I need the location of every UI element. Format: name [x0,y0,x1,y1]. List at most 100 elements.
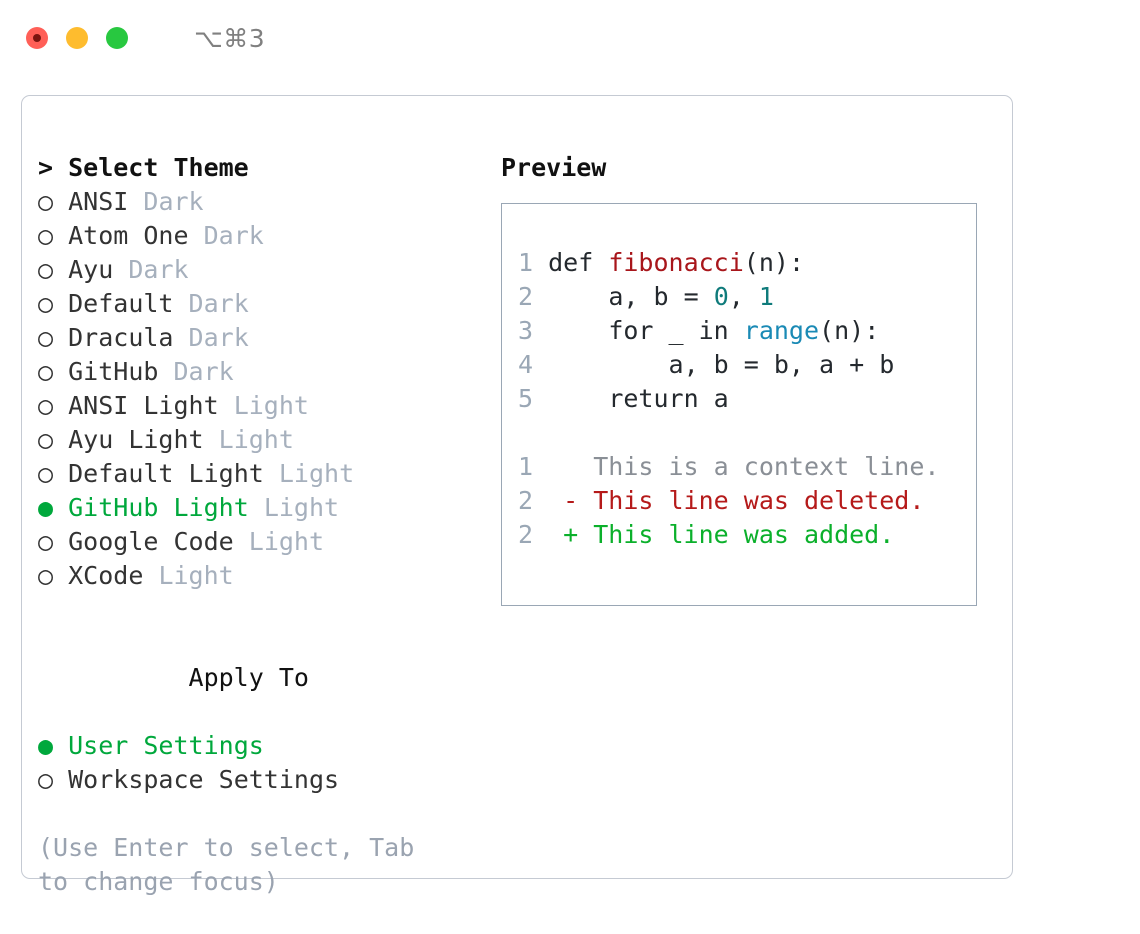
radio-unselected-icon: ○ [38,187,54,216]
radio-unselected-icon: ○ [38,561,54,590]
theme-option-label: GitHub [68,357,159,386]
radio-unselected-icon: ○ [38,357,54,386]
preview-heading: Preview [501,153,607,182]
code-token: 0 [713,282,729,311]
code-token: a, b = [548,282,714,311]
title-bar: ⌥⌘3 [0,0,1140,76]
code-line: 4 a, b = b, a + b [518,348,939,382]
line-number: 2 [518,282,534,311]
apply-to-label: Apply To [188,663,309,692]
theme-option-xcode[interactable]: ○ XCode Light [38,559,468,593]
radio-unselected-icon: ○ [38,255,54,284]
theme-option-label: Default Light [68,459,264,488]
minimize-icon[interactable] [66,27,88,49]
close-icon[interactable] [26,27,48,49]
theme-option-tag: Dark [188,323,249,352]
apply-to-option-workspace-settings[interactable]: ○ Workspace Settings [38,763,468,797]
theme-option-label: ANSI [68,187,129,216]
apply-to-heading: Apply To [38,627,468,729]
radio-unselected-icon: ○ [38,323,54,352]
diff-line-text: - This line was deleted. [533,486,925,515]
line-number: 3 [518,316,534,345]
apply-to-option-label: Workspace Settings [68,765,340,794]
radio-selected-icon: ● [38,493,54,522]
line-number: 5 [518,384,534,413]
theme-option-github[interactable]: ○ GitHub Dark [38,355,468,389]
apply-to-option-label: User Settings [68,731,264,760]
theme-option-label: XCode [68,561,144,590]
line-number: 4 [518,350,534,379]
code-token: range [743,316,820,345]
theme-option-dracula[interactable]: ○ Dracula Dark [38,321,468,355]
select-theme-heading: > Select Theme [38,153,249,182]
radio-unselected-icon: ○ [38,391,54,420]
code-token: (n): [743,248,805,277]
keyboard-hint-text: (Use Enter to select, Tab to change focu… [38,833,430,896]
diff-line-added: 2 + This line was added. [518,518,939,552]
theme-list[interactable]: ○ ANSI Dark○ Atom One Dark○ Ayu Dark○ De… [38,185,468,593]
diff-line-text: + This line was added. [533,520,895,549]
theme-option-tag: Dark [143,187,204,216]
code-token: return a [548,384,729,413]
theme-picker-column: > Select Theme ○ ANSI Dark○ Atom One Dar… [38,151,468,899]
code-token: def [548,248,609,277]
theme-option-label: GitHub Light [68,493,249,522]
theme-option-ansi-light[interactable]: ○ ANSI Light Light [38,389,468,423]
theme-option-label: Default [68,289,174,318]
line-number: 1 [518,248,534,277]
radio-selected-icon: ● [38,731,54,760]
theme-option-tag: Dark [203,221,264,250]
theme-option-github-light[interactable]: ● GitHub Light Light [38,491,468,525]
line-number: 1 [518,452,534,481]
theme-option-default-light[interactable]: ○ Default Light Light [38,457,468,491]
code-line: 5 return a [518,382,939,416]
keyboard-shortcut-label: ⌥⌘3 [194,23,266,53]
traffic-light-group [26,27,128,49]
theme-option-label: Google Code [68,527,234,556]
diff-line-text: This is a context line. [533,452,940,481]
theme-option-label: Ayu Light [68,425,204,454]
theme-option-ansi[interactable]: ○ ANSI Dark [38,185,468,219]
code-token: for _ in [548,316,744,345]
theme-option-ayu-light[interactable]: ○ Ayu Light Light [38,423,468,457]
code-line: 3 for _ in range(n): [518,314,939,348]
theme-option-default[interactable]: ○ Default Dark [38,287,468,321]
theme-option-tag: Dark [128,255,189,284]
maximize-icon[interactable] [106,27,128,49]
code-token: a, b = b, a + b [548,350,895,379]
theme-option-tag: Light [218,425,294,454]
apply-to-list[interactable]: ● User Settings○ Workspace Settings [38,729,468,797]
theme-option-tag: Dark [173,357,234,386]
radio-unselected-icon: ○ [38,289,54,318]
radio-unselected-icon: ○ [38,527,54,556]
theme-option-tag: Light [263,493,340,522]
code-line: 1 def fibonacci(n): [518,246,939,280]
theme-option-tag: Light [248,527,325,556]
diff-line-context: 1 This is a context line. [518,450,939,484]
radio-unselected-icon: ○ [38,425,54,454]
theme-option-label: Ayu [68,255,114,284]
theme-option-google-code[interactable]: ○ Google Code Light [38,525,468,559]
theme-option-atom-one[interactable]: ○ Atom One Dark [38,219,468,253]
theme-option-label: Dracula [68,323,174,352]
apply-to-option-user-settings[interactable]: ● User Settings [38,729,468,763]
code-diff-separator [518,416,939,450]
preview-column: Preview [501,151,991,185]
radio-unselected-icon: ○ [38,459,54,488]
code-token: 1 [758,282,774,311]
code-token: fibonacci [608,248,744,277]
theme-option-ayu[interactable]: ○ Ayu Dark [38,253,468,287]
diff-line-deleted: 2 - This line was deleted. [518,484,939,518]
theme-option-tag: Light [158,561,234,590]
radio-unselected-icon: ○ [38,765,54,794]
line-number: 2 [518,486,534,515]
line-number: 2 [518,520,534,549]
code-line: 2 a, b = 0, 1 [518,280,939,314]
main-panel: > Select Theme ○ ANSI Dark○ Atom One Dar… [21,95,1013,896]
theme-option-label: ANSI Light [68,391,219,420]
theme-option-tag: Dark [188,289,249,318]
theme-option-tag: Light [233,391,309,420]
